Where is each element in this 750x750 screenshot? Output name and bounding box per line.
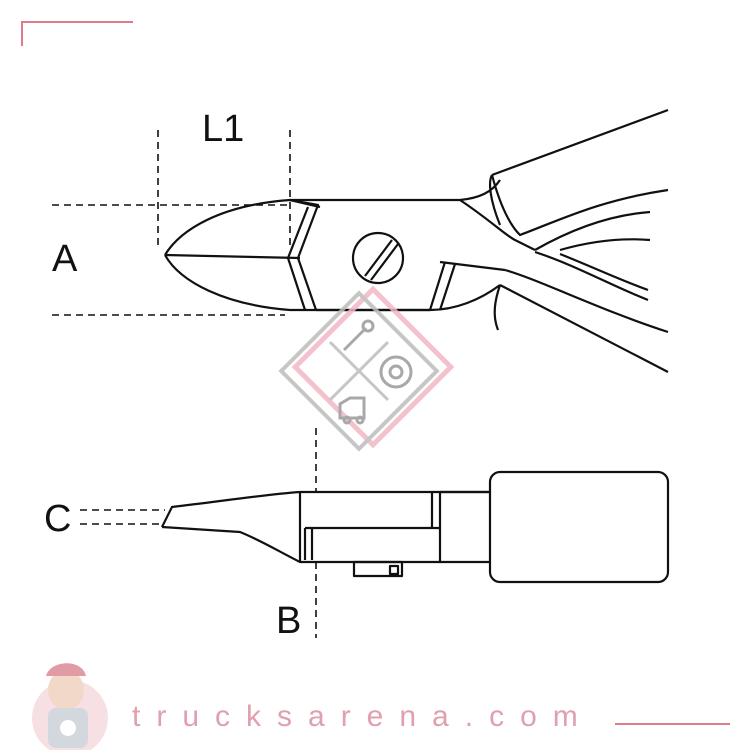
corner-accent xyxy=(21,21,133,46)
pliers-top-view xyxy=(164,108,669,373)
pliers-side-view xyxy=(161,470,670,584)
dimension-label-c: C xyxy=(44,498,72,540)
dimension-lines-top xyxy=(52,130,291,316)
dimension-label-a: A xyxy=(52,238,78,280)
watermark-badge xyxy=(278,285,455,452)
watermark-site-text: trucksarena.com xyxy=(132,700,594,733)
wrench-icon xyxy=(342,319,375,352)
dimension-lines-side xyxy=(80,428,317,638)
dimension-label-l1: L1 xyxy=(202,108,245,150)
dimension-label-b: B xyxy=(276,600,302,642)
truck-cab-icon xyxy=(338,396,366,425)
mascot-logo xyxy=(32,663,108,750)
brake-disc-icon xyxy=(379,355,413,389)
